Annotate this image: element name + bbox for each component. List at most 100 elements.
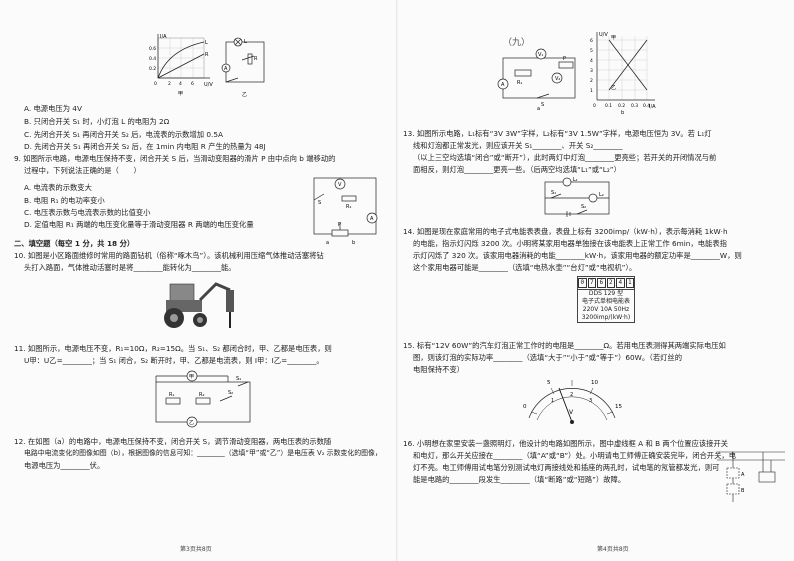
q10-line2: 头打入路面，气体推动活塞时是将________能转化为________能。 — [24, 263, 236, 272]
svg-text:A: A — [501, 82, 505, 88]
meter-digit: 2 — [606, 278, 615, 288]
q9-stem-line2: 过程中，下列说法正确的是（ ） — [24, 166, 141, 175]
svg-text:S: S — [318, 200, 321, 206]
q9-option-d: D. 定值电阻 R₁ 两端的电压变化量等于滑动变阻器 R 两端的电压变化量 — [24, 220, 254, 229]
tick-y: 1 — [590, 88, 593, 94]
q9-stem-line1: 9. 如图所示电路，电源电压保持不变，闭合开关 S 后，当滑动变阻器的滑片 P … — [14, 154, 336, 163]
q11-circuit: 甲 乙 R₁ R₂ S₂ S₁ — [155, 370, 251, 428]
q12-line2: 电路中电流变化的图像如图（b），根据图像的信息可知：________（选填“甲”… — [24, 449, 382, 457]
q16-line4: 能是电路的________段发生________（填“断路”或“短路”）故障。 — [413, 475, 626, 484]
svg-text:V₂: V₂ — [555, 76, 560, 82]
dial-label: 3 — [589, 398, 592, 404]
tick-y: 0.2 — [149, 66, 156, 72]
header-text: （九） — [503, 38, 531, 48]
q8-option-c: C. 先闭合开关 S₁ 再闭合开关 S₂ 后，电流表的示数增加 0.5A — [24, 130, 223, 139]
svg-text:甲: 甲 — [189, 374, 194, 380]
q8-option-d: D. 先闭合开关 S₁ 再闭合开关 S₂ 后，在 1min 内电阻 R 产生的热… — [24, 142, 266, 151]
meter-digits: 0 7 6 2 4 1 — [578, 277, 634, 290]
svg-text:S₁: S₁ — [551, 190, 556, 196]
tick-x: 2 — [168, 81, 171, 87]
tick-x: 0.1 — [605, 103, 612, 109]
q12-line1: 12. 在如图（a）的电路中，电源电压保持不变，闭合开关 S，调节滑动变阻器，两… — [14, 437, 332, 446]
meter-digit: 7 — [587, 278, 596, 288]
tick-y: 0.6 — [149, 46, 156, 52]
q9-option-c: C. 电压表示数与电流表示数的比值变小 — [24, 208, 151, 217]
svg-text:P: P — [563, 56, 566, 62]
label-jia: 甲 — [178, 91, 183, 97]
label-yi: 乙 — [242, 91, 247, 98]
tick-origin: 0 — [593, 103, 596, 109]
q16-line1: 16. 小明想在家里安装一盏照明灯，他设计的电路如图所示，图中虚线框 A 和 B… — [403, 439, 729, 448]
svg-text:R₂: R₂ — [199, 392, 204, 398]
q8-graph-jia: I/A U/V L R 0.6 0.4 0.2 0 2 4 6 甲 — [149, 34, 213, 97]
svg-text:S₁: S₁ — [236, 376, 241, 382]
footer-page-3: 第3页共8页 — [180, 546, 212, 553]
svg-text:R: R — [254, 56, 258, 62]
line-label-jia: 甲 — [611, 35, 616, 41]
q9-option-b: B. 电阻 R₁ 的电功率变小 — [24, 196, 105, 205]
graph-line-l: L — [205, 40, 208, 46]
svg-text:L₂: L₂ — [599, 192, 604, 198]
svg-text:S: S — [541, 102, 544, 108]
svg-text:B: B — [741, 488, 745, 494]
q12-line3: 电源电压为________伏。 — [24, 461, 105, 470]
voltmeter-dial: 0 5 10 15 1 2 3 V — [523, 380, 622, 424]
tick-x: 4 — [179, 81, 182, 87]
svg-text:R₁: R₁ — [169, 392, 174, 398]
q8-circuit-yi: A L R 乙 — [221, 37, 265, 98]
axis-u: U/V — [599, 32, 608, 38]
tick-y: 5 — [590, 48, 593, 54]
q15-line3: 电阻保持不变） — [413, 365, 465, 374]
q14-line4: 这个家用电器可能是________（选填“电热水壶”“台灯”或“电视机”）。 — [413, 263, 637, 272]
q12-graph-b: U/V I/A 6 5 4 3 2 1 0 0.1 0.2 0.3 0.4 甲 … — [590, 32, 656, 114]
q9-circuit: V A S R₁ P a b — [313, 177, 378, 246]
tick-y: 3 — [590, 68, 593, 74]
q13-line3: （以上三空均选填“闭合”或“断开”），此时两灯中灯泡________更亮些；若开… — [413, 153, 717, 162]
tick-x: 0.4 — [643, 103, 650, 109]
svg-text:b: b — [352, 240, 355, 246]
q10-line1: 10. 如图是小区路面维修时常用的路面钻机（俗称“啄木鸟”）。该机械利用压缩气体… — [14, 251, 324, 260]
q13-circuit: L₁ L₂ S₁ S₂ — [544, 177, 610, 217]
svg-text:S₂: S₂ — [581, 204, 586, 210]
footer-page-4: 第4页共8页 — [597, 546, 629, 553]
q13-line2: 线和灯泡都正常发光，则应该开关 S₁________、开关 S₂________ — [413, 141, 623, 150]
tick-y: 4 — [590, 58, 593, 64]
meter-digit: 6 — [597, 278, 606, 288]
q12-circuit-a: V₁ V₂ A R₁ P S a — [497, 48, 576, 110]
dial-label: 2 — [570, 392, 573, 398]
meter-type: 电子式单相电能表 — [581, 298, 630, 305]
svg-text:乙: 乙 — [189, 419, 194, 426]
graph-axis-u: U/V — [204, 82, 213, 88]
dial-label: 1 — [551, 398, 554, 404]
dial-label: 5 — [547, 380, 551, 386]
svg-text:A: A — [224, 66, 228, 72]
meter-rating: 220V 10A 50Hz — [582, 306, 630, 313]
q11-line2: U甲：U乙=________；当 S₁ 闭合，S₂ 断开时，甲、乙都是电流表，则… — [24, 356, 324, 365]
svg-text:R₁: R₁ — [517, 80, 522, 86]
tick-y: 2 — [590, 78, 593, 84]
dial-unit: V — [569, 409, 574, 416]
svg-text:L₁: L₁ — [573, 177, 578, 183]
svg-text:V: V — [338, 182, 342, 188]
meter-constant: 3200imp/(kW·h) — [581, 314, 631, 321]
meter-digit: 0 — [578, 278, 587, 288]
meter-digit: 1 — [625, 278, 634, 288]
section-fill-in: 二、填空题（每空 1 分，共 18 分） — [14, 239, 135, 248]
q11-line1: 11. 如图所示，电源电压不变，R₁=10Ω，R₂=15Ω。当 S₁、S₂ 都闭… — [14, 344, 332, 353]
svg-text:A: A — [370, 216, 374, 222]
tick-origin: 0 — [154, 81, 157, 87]
energy-meter: 0 7 6 2 4 1 DDS 129 型 电子式单相电能表 220V 10A … — [577, 276, 635, 323]
tick-x: 0.3 — [631, 103, 638, 109]
q14-line1: 14. 如图是现在家庭常用的电子式电能表表盘，表盘上标有 3200imp/（kW… — [403, 227, 728, 236]
tick-y: 0.4 — [149, 56, 156, 62]
graph-line-r: R — [205, 52, 209, 58]
svg-text:a: a — [326, 240, 329, 246]
meter-digit: 4 — [616, 278, 625, 288]
q13-line1: 13. 如图所示电路，L₁标有“3V 3W”字样，L₂标有“3V 1.5W”字样… — [403, 129, 712, 138]
line-label-yi: 乙 — [611, 84, 616, 91]
right-page: （九） V₁ V₂ A R₁ P S a — [397, 0, 794, 561]
tick-x: 0.2 — [618, 103, 625, 109]
q8-option-b: B. 只闭合开关 S₁ 时，小灯泡 L 的电阻为 2Ω — [24, 117, 170, 126]
label-b: b — [621, 110, 624, 114]
